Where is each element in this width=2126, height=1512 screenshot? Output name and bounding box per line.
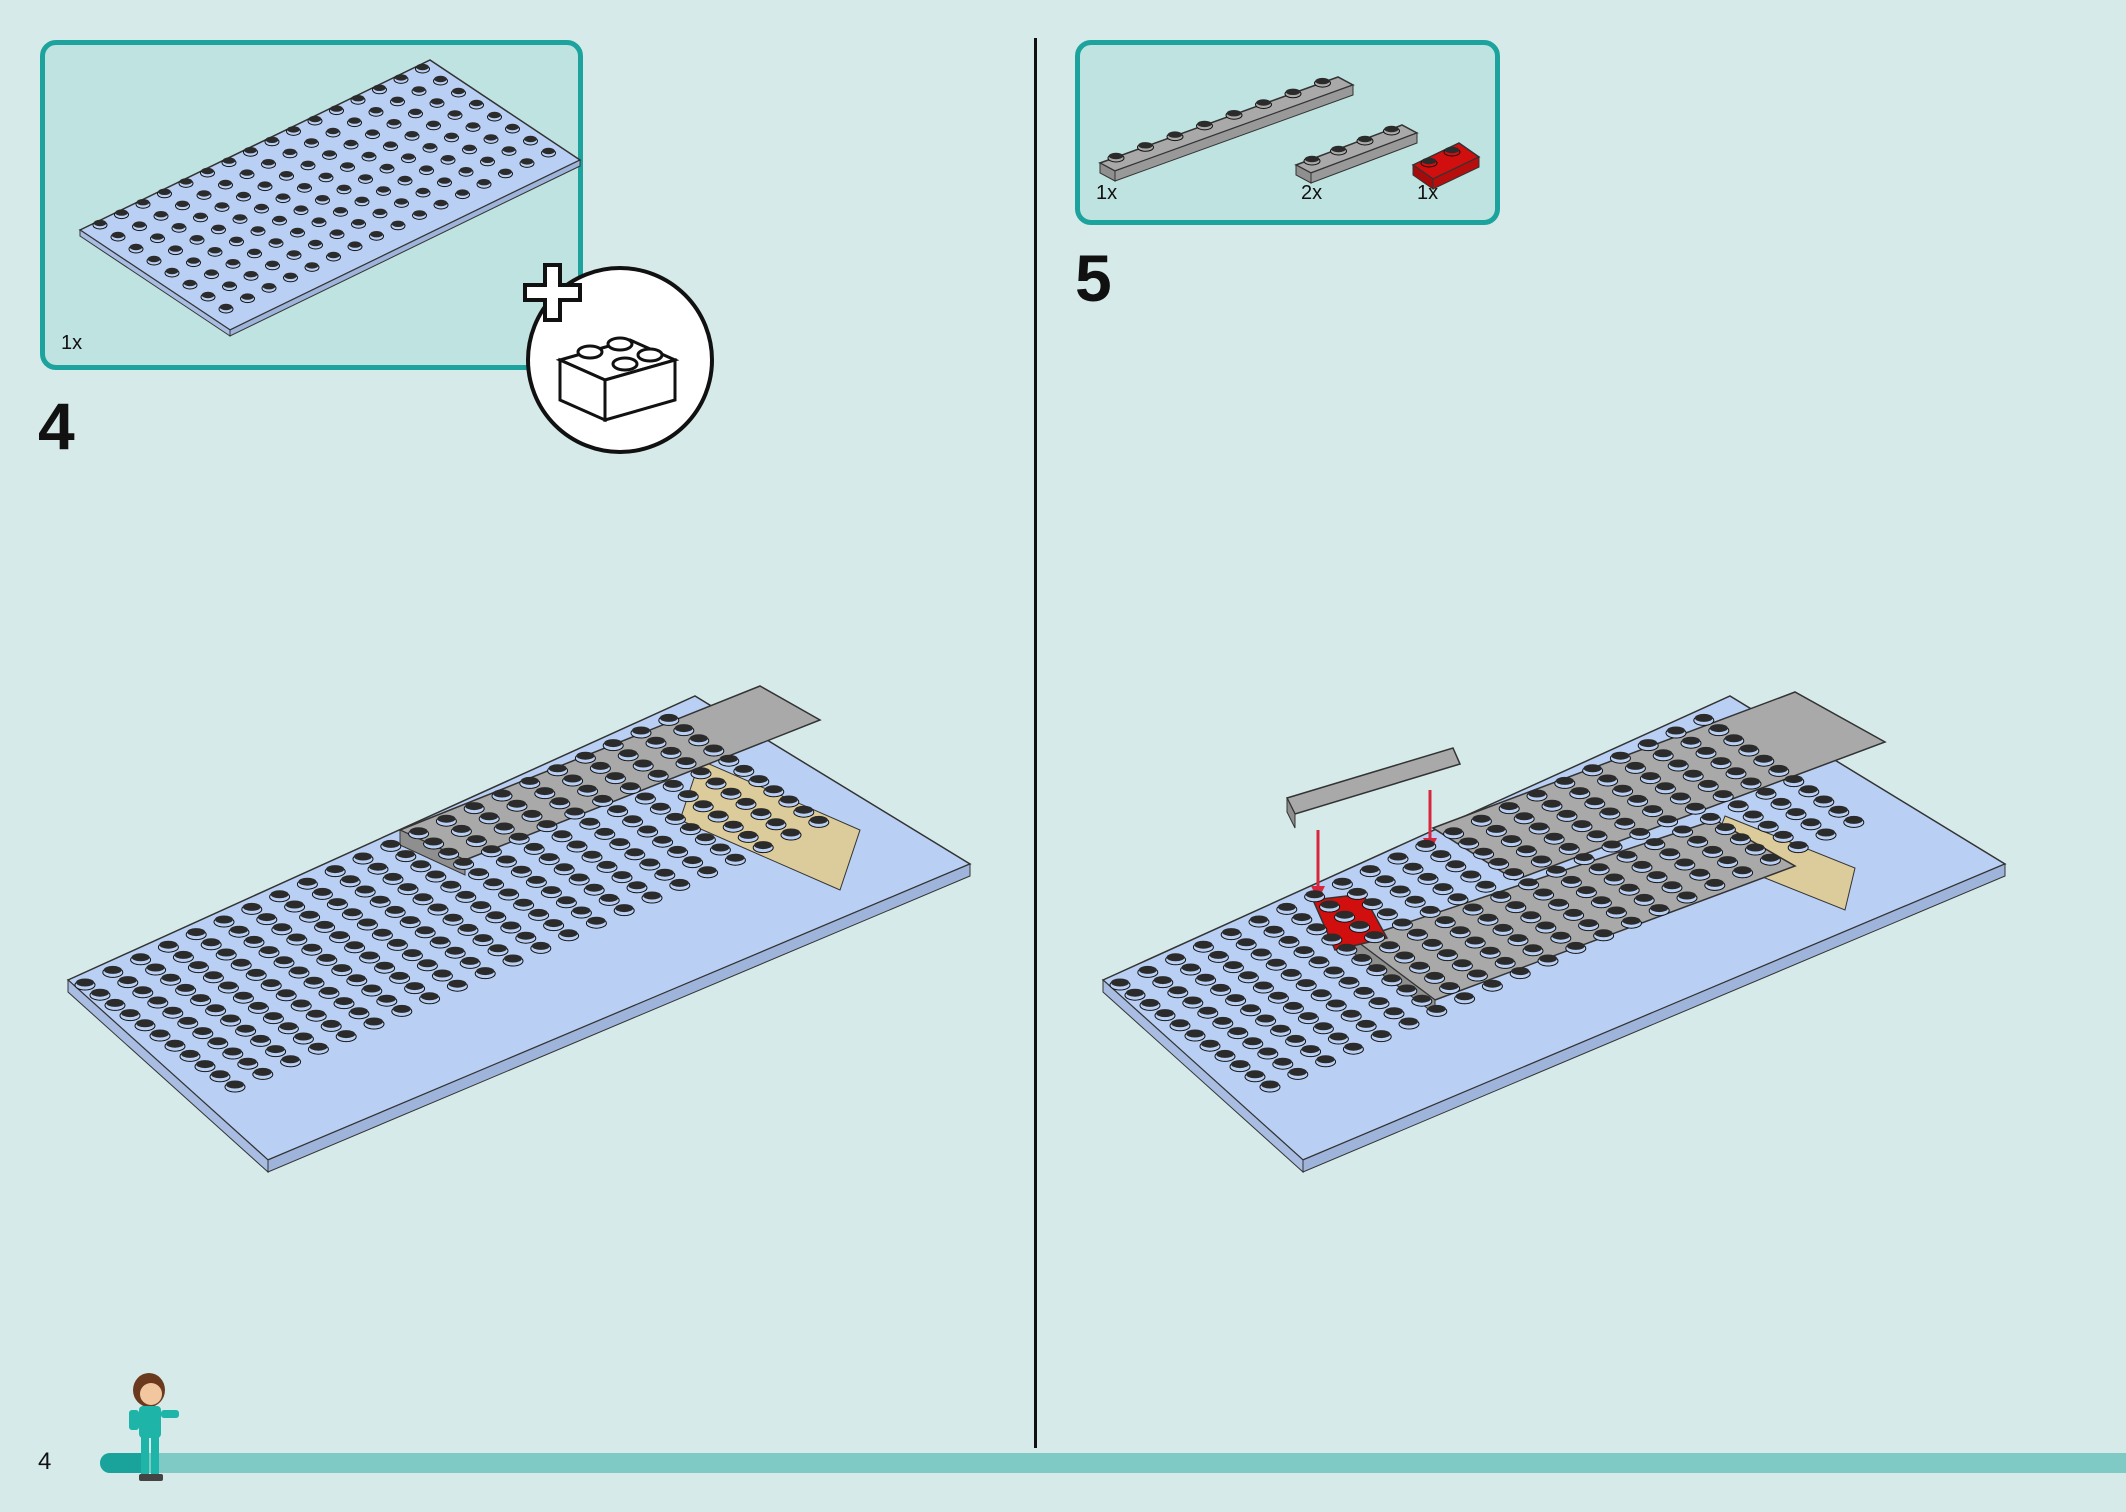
step5-parts-box: 1x 2x 1x	[1075, 40, 1500, 225]
part-qty: 2x	[1301, 182, 1323, 204]
page-divider	[1034, 38, 1037, 1448]
step-number: 4	[38, 389, 75, 463]
part-qty: 1x	[1417, 182, 1439, 204]
minifigure-icon	[129, 1373, 179, 1481]
step-number: 5	[1075, 241, 1112, 315]
part-qty: 1x	[61, 332, 83, 354]
step5-build-image	[1101, 691, 2007, 1174]
step4-parts-box: 1x	[40, 40, 583, 370]
step4-build-image	[66, 685, 972, 1174]
gray-1x4-plate-image	[1294, 124, 1419, 184]
progress-bar	[100, 1453, 2126, 1473]
gray-1x8-plate-image	[1098, 76, 1355, 182]
part-qty: 1x	[1096, 182, 1118, 204]
new-bag-icon	[523, 263, 714, 454]
red-1x2-plate-image	[1411, 142, 1481, 190]
baseplate-part-image	[78, 59, 582, 337]
progress-bar-fill	[100, 1453, 148, 1473]
page-number: 4	[38, 1448, 52, 1475]
